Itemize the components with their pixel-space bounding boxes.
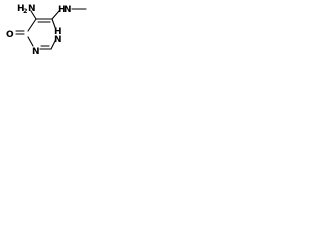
bond-n3-c4 <box>27 36 34 47</box>
atom-label-ring-n: N <box>32 47 40 57</box>
bond-c5-amino <box>30 10 37 20</box>
atom-label-carbonyl-o: O <box>6 30 14 40</box>
atom-label-methylamino-h: H <box>58 5 66 15</box>
atom-label-amino-h: H <box>17 4 25 14</box>
structure-diagram: H 2 N H N O H N N <box>0 0 88 66</box>
atom-label-methylamino-n: N <box>64 5 72 15</box>
bond-n1-c2 <box>50 38 57 50</box>
bond-c6-methylamino <box>51 10 60 20</box>
molecule-svg: H 2 N H N O H N N <box>6 4 87 57</box>
atom-label-ring-nh-n: N <box>54 35 62 45</box>
atom-label-amino-n: N <box>28 4 36 14</box>
bond-c6-n1 <box>51 18 57 31</box>
atom-label-ring-nh-h: H <box>54 27 62 37</box>
bond-c4-c5 <box>27 18 37 32</box>
atom-label-amino-h-count: 2 <box>23 7 28 15</box>
